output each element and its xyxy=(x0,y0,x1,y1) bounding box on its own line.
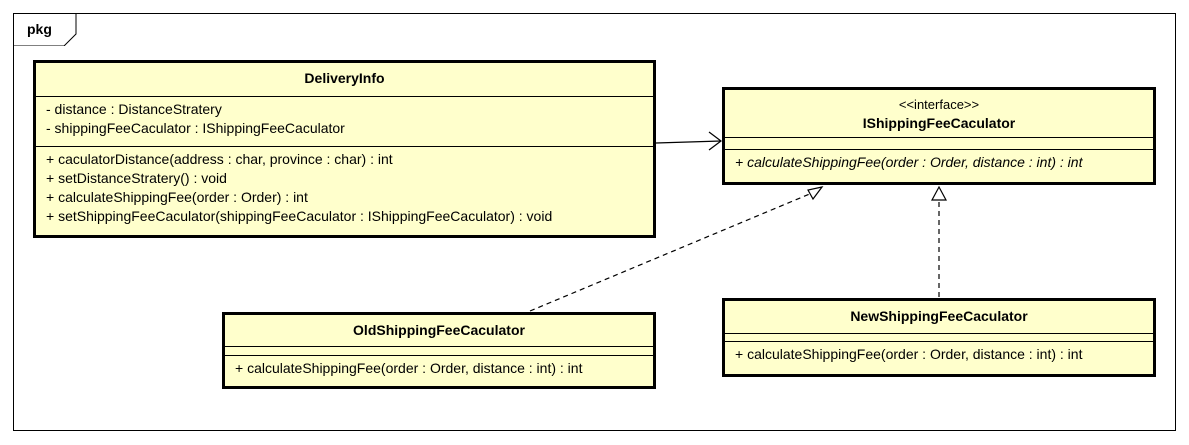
package-tab xyxy=(13,13,77,46)
realization-edge-old xyxy=(529,192,813,312)
attributes-section xyxy=(725,334,1153,342)
class-name: DeliveryInfo xyxy=(304,70,385,86)
attributes-section xyxy=(725,138,1153,150)
operation: + calculateShippingFee(order : Order, di… xyxy=(735,346,1083,362)
class-name: NewShippingFeeCaculator xyxy=(850,308,1028,324)
attribute: - shippingFeeCaculator : IShippingFeeCac… xyxy=(46,120,345,136)
operations-section: + calculateShippingFee(order : Order, di… xyxy=(225,356,653,381)
operations-section: + caculatorDistance(address : char, prov… xyxy=(36,147,653,229)
association-arrowhead xyxy=(708,131,722,151)
operation: + setShippingFeeCaculator(shippingFeeCac… xyxy=(46,208,553,224)
operation: + calculateShippingFee(order : Order, di… xyxy=(235,360,583,376)
attributes-section: - distance : DistanceStratery - shipping… xyxy=(36,97,653,147)
operation: + calculateShippingFee(order : Order) : … xyxy=(46,189,308,205)
operation: + calculateShippingFee(order : Order, di… xyxy=(735,154,1083,170)
class-header: <<interface>> IShippingFeeCaculator xyxy=(725,90,1153,138)
interface-ishipping-fee-caculator[interactable]: <<interface>> IShippingFeeCaculator + ca… xyxy=(722,87,1156,185)
operation: + setDistanceStratery() : void xyxy=(46,170,227,186)
class-header: OldShippingFeeCaculator xyxy=(225,315,653,347)
class-header: NewShippingFeeCaculator xyxy=(725,301,1153,334)
operation: + caculatorDistance(address : char, prov… xyxy=(46,151,393,167)
class-name: IShippingFeeCaculator xyxy=(862,115,1016,131)
association-edge xyxy=(655,140,722,144)
stereotype: <<interface>> xyxy=(898,97,980,112)
class-name: OldShippingFeeCaculator xyxy=(353,322,525,338)
realization-arrowhead-old xyxy=(807,186,824,201)
attribute: - distance : DistanceStratery xyxy=(46,101,222,117)
package-frame xyxy=(13,13,1176,431)
class-new-shipping-fee-caculator[interactable]: NewShippingFeeCaculator + calculateShipp… xyxy=(722,298,1156,377)
class-old-shipping-fee-caculator[interactable]: OldShippingFeeCaculator + calculateShipp… xyxy=(222,312,656,389)
class-delivery-info[interactable]: DeliveryInfo - distance : DistanceStrate… xyxy=(33,60,656,238)
realization-arrowhead-new xyxy=(930,185,948,201)
attributes-section xyxy=(225,347,653,356)
operations-section: + calculateShippingFee(order : Order, di… xyxy=(725,342,1153,367)
class-header: DeliveryInfo xyxy=(36,63,653,97)
operations-section: + calculateShippingFee(order : Order, di… xyxy=(725,150,1153,175)
package-label: pkg xyxy=(27,21,52,37)
